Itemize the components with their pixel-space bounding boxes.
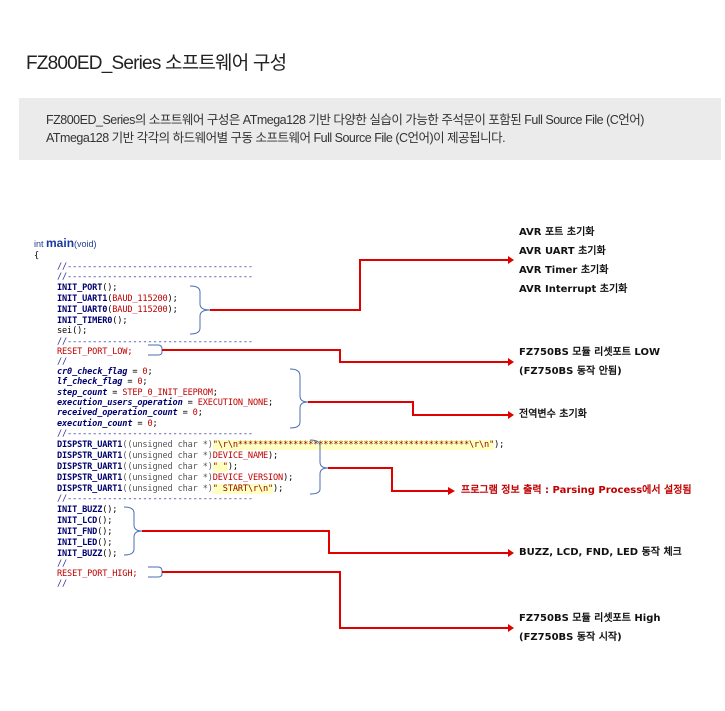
bracket-init [189,285,211,335]
annotation-reset-low-line2: (FZ750BS 동작 안됨) [519,366,622,377]
code-line-init-uart0: INIT_UART0(BAUD_115200); [57,305,178,315]
wire-peripherals [142,530,508,554]
open-brace: { [34,251,40,261]
annotation-avr-port: AVR 포트 초기화 [519,227,595,238]
wire-reset-low [162,349,508,363]
code-line-init-led: INIT_LED(); [57,538,113,548]
annotation-avr-uart: AVR UART 초기화 [519,246,606,257]
short-comment: // [57,357,68,367]
short-comment: // [57,579,68,589]
annotation-reset-low: FZ750BS 모듈 리셋포트 LOW (FZ750BS 동작 안됨) [519,343,660,381]
code-line-init-port: INIT_PORT(); [57,283,118,293]
bracket-reset-low [148,344,163,356]
code-line-exec-op: execution_users_operation = EXECUTION_NO… [57,398,274,408]
arrowheads [448,256,514,632]
code-line-reset-low: RESET_PORT_LOW; [57,347,133,357]
code-line-init-fnd: INIT_FND(); [57,527,113,537]
intro-line-2: ATmega128 기반 각각의 하드웨어별 구동 소프트웨어 Full Sou… [46,131,506,145]
source-code: int main(void) { //---------------------… [0,0,504,589]
code-line-init-timer0: INIT_TIMER0(); [57,316,128,326]
separator-comment: //------------------------------------- [57,337,253,347]
code-line-init-lcd: INIT_LCD(); [57,516,113,526]
separator-comment: //------------------------------------- [57,272,253,282]
bracket-globals [289,368,309,429]
separator-comment: //------------------------------------- [57,262,253,272]
separator-comment: //------------------------------------- [57,494,253,504]
code-line-disp-space: DISPSTR_UART1((unsigned char *)" "); [57,462,238,472]
annotation-avr-init: AVR 포트 초기화 AVR UART 초기화 AVR Timer 초기화 AV… [519,223,627,299]
annotation-avr-timer: AVR Timer 초기화 [519,265,609,276]
code-line-init-uart1: INIT_UART1(BAUD_115200); [57,294,178,304]
wire-globals [308,401,508,416]
code-line-recv-count: received_operation_count = 0; [57,408,203,418]
intro-box: FZ800ED_Series의 소프트웨어 구성은 ATmega128 기반 다… [19,98,721,160]
code-line-disp-stars: DISPSTR_UART1((unsigned char *)"\r\n****… [57,440,505,450]
wire-program-info [328,467,448,492]
code-line-lf-flag: lf_check_flag = 0; [57,377,148,387]
code-line-disp-version: DISPSTR_UART1((unsigned char *)DEVICE_VE… [57,473,294,483]
code-line-init-buzz: INIT_BUZZ(); [57,505,118,515]
annotation-globals: 전역변수 초기화 [519,409,587,420]
annotation-reset-high-line1: FZ750BS 모듈 리셋포트 High [519,613,661,624]
separator-comment: //------------------------------------- [57,429,253,439]
bracket-reset-high [148,566,163,578]
code-brackets [123,285,329,578]
code-line-step-count: step_count = STEP_0_INIT_EEPROM; [57,388,218,398]
code-line-reset-high: RESET_PORT_HIGH; [57,569,138,579]
bracket-dispstr [309,439,329,495]
main-signature: int main(void) [34,236,97,250]
code-line-disp-name: DISPSTR_UART1((unsigned char *)DEVICE_NA… [57,451,279,461]
code-line-cr0-flag: cr0_check_flag = 0; [57,367,153,377]
page-title: FZ800ED_Series 소프트웨어 구성 [26,53,287,74]
code-line-disp-start: DISPSTR_UART1((unsigned char *)" START\r… [57,484,284,494]
annotation-program-info: 프로그램 정보 출력 : Parsing Process에서 설정됨 [461,485,692,496]
annotation-reset-high: FZ750BS 모듈 리셋포트 High (FZ750BS 동작 시작) [519,609,661,647]
wire-reset-high [162,571,508,629]
wire-avr-init [210,259,508,311]
code-line-sei: sei(); [57,326,88,336]
intro-line-1: FZ800ED_Series의 소프트웨어 구성은 ATmega128 기반 다… [46,113,644,127]
annotation-avr-interrupt: AVR Interrupt 초기화 [519,284,628,295]
annotation-reset-low-line1: FZ750BS 모듈 리셋포트 LOW [519,347,660,358]
red-connectors [142,259,508,629]
annotation-peripherals: BUZZ, LCD, FND, LED 동작 체크 [519,547,682,558]
code-line-init-buzz-2: INIT_BUZZ(); [57,549,118,559]
bracket-peripherals [123,506,143,556]
code-line-exec-count: execution_count = 0; [57,419,158,429]
short-comment: // [57,559,68,569]
annotation-reset-high-line2: (FZ750BS 동작 시작) [519,632,622,643]
